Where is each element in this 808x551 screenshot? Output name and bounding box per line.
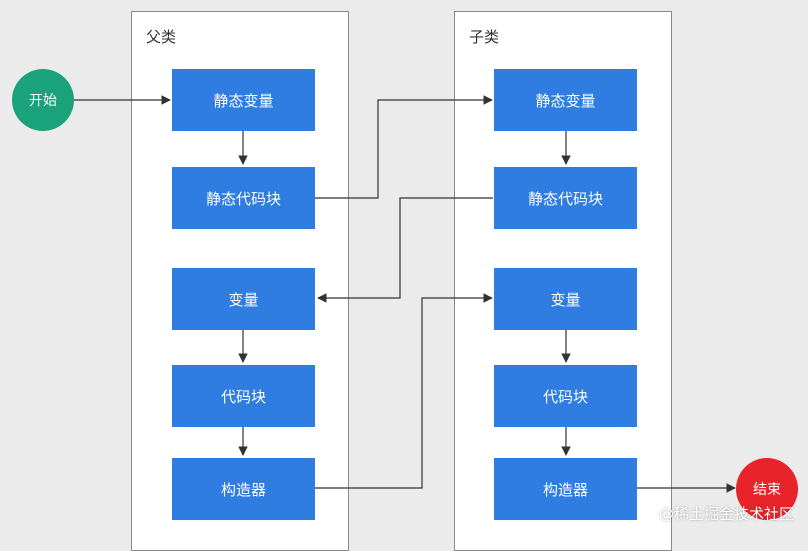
child-constructor-label: 构造器 bbox=[542, 480, 588, 499]
start-node: 开始 bbox=[12, 69, 74, 131]
child-constructor-node: 构造器 bbox=[494, 458, 637, 520]
child-code-block-node: 代码块 bbox=[494, 365, 637, 427]
child-variable-node: 变量 bbox=[494, 268, 637, 330]
child-static-block-node: 静态代码块 bbox=[494, 167, 637, 229]
start-node-label: 开始 bbox=[29, 93, 57, 109]
parent-code-block-node: 代码块 bbox=[172, 365, 315, 427]
parent-constructor-label: 构造器 bbox=[220, 480, 266, 499]
parent-static-block-node: 静态代码块 bbox=[172, 167, 315, 229]
lane-title-child: 子类 bbox=[469, 28, 500, 46]
parent-constructor-node: 构造器 bbox=[172, 458, 315, 520]
child-static-variable-node: 静态变量 bbox=[494, 69, 637, 131]
parent-code-block-label: 代码块 bbox=[220, 387, 266, 406]
child-variable-label: 变量 bbox=[550, 290, 581, 309]
parent-static-variable-node: 静态变量 bbox=[172, 69, 315, 131]
watermark: @稀土掘金技术社区 bbox=[658, 505, 794, 523]
end-node: 结束 bbox=[736, 458, 798, 520]
connector-layer bbox=[74, 95, 736, 493]
flowchart: 父类 子类 开始 结束 静态变量 静态代码 bbox=[12, 11, 798, 551]
parent-static-variable-label: 静态变量 bbox=[213, 91, 274, 110]
parent-variable-label: 变量 bbox=[228, 290, 259, 309]
end-node-label: 结束 bbox=[753, 482, 781, 498]
child-code-block-label: 代码块 bbox=[542, 387, 588, 406]
child-static-block-label: 静态代码块 bbox=[527, 189, 603, 208]
parent-static-block-label: 静态代码块 bbox=[205, 189, 281, 208]
lane-title-parent: 父类 bbox=[146, 28, 177, 46]
child-static-variable-label: 静态变量 bbox=[535, 91, 596, 110]
parent-variable-node: 变量 bbox=[172, 268, 315, 330]
